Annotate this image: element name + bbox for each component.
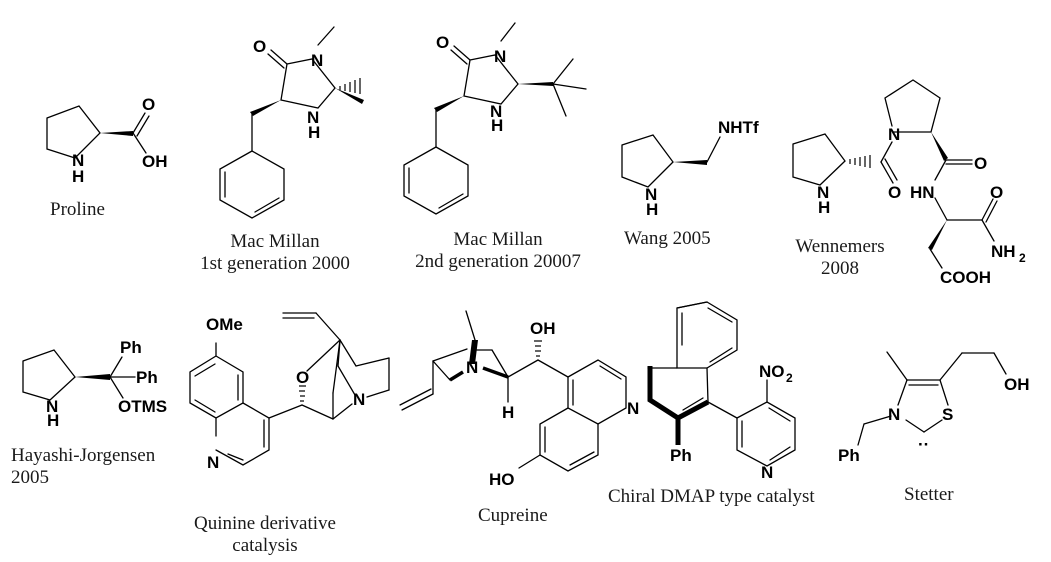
chiral-dmap-structure: NO 2 Ph N [647,301,796,482]
quinine-structure: OMe O N N [189,312,390,472]
wennemers-atom-o1: O [888,183,901,202]
caption-line: Hayashi-Jorgensen [11,445,156,466]
dmap-atom-no2-sub: 2 [786,371,793,385]
quinine-atom-n-quin: N [207,453,219,472]
wennemers-atom-o3: O [990,183,1003,202]
caption-line: Proline [50,199,105,220]
cupreine-structure: OH N H N HO [399,310,639,489]
cupreine-atom-n: N [466,358,478,377]
proline-structure: O OH N H [46,95,168,186]
macmillan-1-atom-o: O [253,37,266,56]
macmillan-1-atom-nh-h: H [308,123,320,142]
caption-wennemers: Wennemers 2008 [780,236,900,280]
macmillan-1-structure: O N N H [219,26,364,219]
caption-macmillan-2: Mac Millan 2nd generation 20007 [398,229,598,273]
caption-line: catalysis [232,535,298,556]
hayashi-atom-ph1: Ph [120,338,142,357]
wennemers-atom-h-pro: H [818,198,830,217]
quinine-atom-n-ring: N [353,390,365,409]
cupreine-atom-n-quin: N [627,399,639,418]
caption-line: Stetter [904,484,954,505]
quinine-atom-ome: OMe [206,315,243,334]
hayashi-atom-h: H [47,411,59,430]
caption-line: 2005 [11,467,49,488]
caption-quinine: Quinine derivative catalysis [180,513,350,557]
stetter-carbene-dots: ·· [918,435,929,454]
wang-structure: NHTf N H [621,118,759,219]
quinine-atom-o: O [296,368,309,387]
caption-line: Mac Millan [230,231,320,252]
caption-line: 2008 [821,258,859,279]
macmillan-2-structure: O N N H [403,22,587,215]
hayashi-atom-ph2: Ph [136,368,158,387]
wennemers-atom-o2: O [974,154,987,173]
proline-atom-n: N [72,151,84,170]
hayashi-jorgensen-structure: Ph Ph OTMS N H [22,338,167,430]
wang-atom-nhtf: NHTf [718,118,759,137]
dmap-atom-no2: NO [759,362,785,381]
caption-line: 2nd generation 20007 [415,251,581,272]
stetter-atom-ph: Ph [838,446,860,465]
dmap-atom-ph: Ph [670,446,692,465]
cupreine-atom-oh: OH [530,319,556,338]
caption-chiral-dmap: Chiral DMAP type catalyst [608,486,815,508]
caption-line: 1st generation 2000 [200,253,350,274]
proline-atom-h: H [72,167,84,186]
wang-atom-n: N [645,185,657,204]
caption-wang: Wang 2005 [624,228,711,250]
caption-line: Quinine derivative [194,513,336,534]
macmillan-1-atom-n: N [311,51,323,70]
wennemers-atom-hn: HN [910,183,935,202]
wennemers-structure: N H N O O HN O NH 2 COOH [792,79,1026,287]
dmap-atom-n: N [761,463,773,482]
wang-atom-h: H [646,200,658,219]
macmillan-2-atom-n: N [494,47,506,66]
wennemers-atom-cooh: COOH [940,268,991,287]
macmillan-2-atom-o: O [436,33,449,52]
wennemers-atom-n-pro: N [817,183,829,202]
caption-macmillan-1: Mac Millan 1st generation 2000 [200,231,350,275]
wennemers-atom-nh2: NH [991,242,1016,261]
caption-line: Cupreine [478,505,548,526]
macmillan-2-atom-nh-n: N [490,102,502,121]
caption-line: Wang 2005 [624,228,711,249]
stetter-atom-s: S [942,405,953,424]
hayashi-atom-n: N [46,397,58,416]
macmillan-1-atom-nh-n: N [307,108,319,127]
macmillan-2-atom-nh-h: H [491,116,503,135]
caption-proline: Proline [50,199,105,221]
hayashi-atom-otms: OTMS [118,397,167,416]
proline-atom-oh: OH [142,152,168,171]
caption-line: Mac Millan [453,229,543,250]
proline-atom-o: O [142,95,155,114]
caption-hayashi-jorgensen: Hayashi-Jorgensen 2005 [11,445,155,489]
caption-stetter: Stetter [904,484,954,506]
cupreine-atom-ho: HO [489,470,515,489]
cupreine-atom-h: H [502,403,514,422]
wennemers-atom-nh2-sub: 2 [1019,251,1026,265]
stetter-structure: OH N S Ph ·· [838,351,1030,465]
stetter-atom-n: N [888,405,900,424]
caption-line: Chiral DMAP type catalyst [608,486,815,507]
wennemers-atom-n-ring: N [888,125,900,144]
stetter-atom-oh: OH [1004,375,1030,394]
caption-line: Wennemers [795,236,885,257]
caption-cupreine: Cupreine [478,505,548,527]
